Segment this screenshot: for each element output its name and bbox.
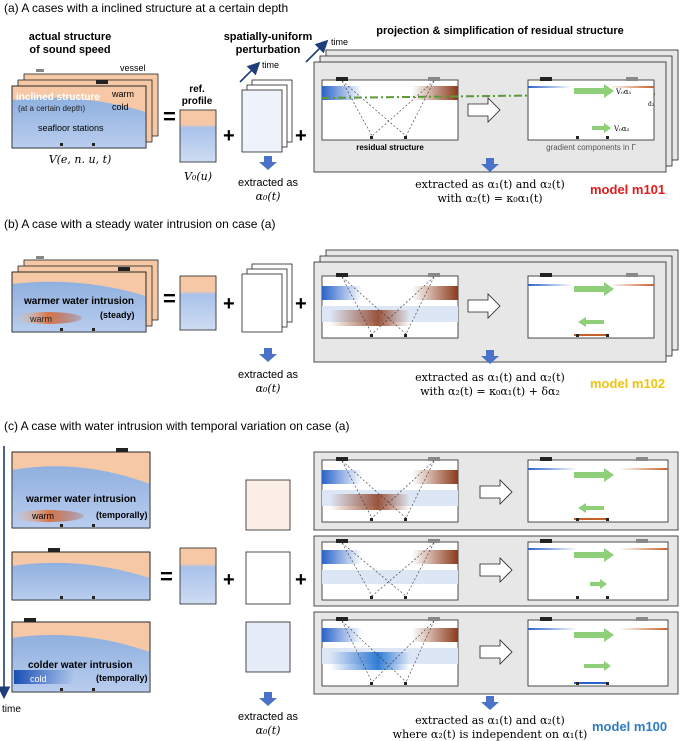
plus-b2: + xyxy=(295,293,307,315)
actual-structure-c1 xyxy=(11,448,151,529)
col-ref-label: ref. xyxy=(189,84,205,95)
perturbation-stack-b xyxy=(241,263,293,333)
col-actual-label-2: of sound speed xyxy=(29,44,110,56)
col-pert-label: spatially-uniform xyxy=(224,31,313,43)
equals-sign-c: = xyxy=(160,564,173,589)
col-proj-label: projection & simplification of residual … xyxy=(376,25,624,37)
perturbation-stack-a xyxy=(241,79,293,153)
inclined-label: inclined structure xyxy=(16,92,100,103)
time-label-pert: time xyxy=(262,60,279,70)
plus-c1: + xyxy=(223,569,235,591)
down-arrow-b2 xyxy=(481,350,499,364)
steady-label-b: (steady) xyxy=(100,310,135,320)
time-label-c: time xyxy=(2,704,21,715)
actual-structure-c2 xyxy=(11,548,151,601)
time-arrow-top xyxy=(305,39,329,63)
extracted-line2-c: where α₂(t) is independent on α₁(t) xyxy=(393,728,588,741)
extracted-a0-label-b: extracted as xyxy=(238,369,298,381)
extracted-line1-a: extracted as α₁(t) and α₂(t) xyxy=(415,178,565,191)
warm-label-a: warm xyxy=(111,89,134,99)
inclined-sub-label: (at a certain depth) xyxy=(18,104,85,113)
projection-panel-c2 xyxy=(313,535,679,607)
vessel-icon xyxy=(96,80,108,84)
ref-profile-c xyxy=(179,547,217,605)
section-c-heading: (c) A case with water intrusion with tem… xyxy=(4,419,349,433)
warm-label-c: warm xyxy=(31,511,54,521)
projection-panel-c3 xyxy=(313,611,679,695)
intrusion-label-b: warmer water intrusion xyxy=(23,296,134,307)
perturbation-c3 xyxy=(245,621,291,673)
perturbation-c2 xyxy=(245,551,291,605)
residual-label: residual structure xyxy=(356,143,424,152)
model-m100: model m100 xyxy=(592,719,667,734)
time-arrow-pert xyxy=(239,61,261,83)
projection-panel-b xyxy=(313,249,679,363)
actual-structure-b xyxy=(11,256,159,333)
seafloor-label: seafloor stations xyxy=(38,123,104,133)
down-arrow-a2 xyxy=(481,158,499,172)
projection-panel-a xyxy=(313,49,679,173)
time-label-top: time xyxy=(331,37,348,47)
projection-panel-c1 xyxy=(313,451,679,531)
ref-profile-a xyxy=(179,109,217,163)
extracted-line1-c: extracted as α₁(t) and α₂(t) xyxy=(415,714,565,727)
temporally-label-c1: (temporally) xyxy=(96,510,148,520)
plus-c2: + xyxy=(295,569,307,591)
col-pert-label-2: perturbation xyxy=(236,44,301,56)
alpha0-a: α₀(t) xyxy=(256,190,281,203)
cold-label-a: cold xyxy=(112,102,129,112)
col-actual-label: actual structure xyxy=(29,31,112,43)
warmer-label-c: warmer water intrusion xyxy=(25,494,136,505)
colder-label-c: colder water intrusion xyxy=(28,660,132,671)
label-v0a1: V₀α₁ xyxy=(615,88,632,96)
plus-a1: + xyxy=(223,125,235,147)
extracted-a0-label-c: extracted as xyxy=(238,711,298,723)
alpha0-c: α₀(t) xyxy=(256,724,281,737)
extracted-line1-b: extracted as α₁(t) and α₂(t) xyxy=(415,371,565,384)
gradient-label: gradient components in Γ xyxy=(546,143,636,152)
extracted-a0-label-a: extracted as xyxy=(238,177,298,189)
ref-profile-b xyxy=(179,275,217,331)
equals-sign-a: = xyxy=(163,104,176,129)
cold-label-c: cold xyxy=(30,674,47,684)
col-ref-label-2: profile xyxy=(182,96,213,107)
label-dz: d₂ xyxy=(648,101,655,108)
down-arrow-c1 xyxy=(259,692,277,706)
temporally-label-c2: (temporally) xyxy=(96,673,148,683)
alpha0-b: α₀(t) xyxy=(256,382,281,395)
V0-formula: V₀(u) xyxy=(184,170,212,183)
actual-structure-c3 xyxy=(11,618,151,693)
vessel-label: vessel xyxy=(120,63,146,73)
section-b-heading: (b) A case with a steady water intrusion… xyxy=(4,217,275,231)
perturbation-c1 xyxy=(245,479,291,531)
equals-sign-b: = xyxy=(163,286,176,311)
V-formula: V(e, n. u, t) xyxy=(49,153,112,166)
model-m101: model m101 xyxy=(590,182,665,197)
section-a-heading: (a) A cases with a inclined structure at… xyxy=(4,1,288,15)
plus-a2: + xyxy=(295,125,307,147)
extracted-line2-a: with α₂(t) = κ₀α₁(t) xyxy=(437,192,542,205)
actual-structure-a xyxy=(11,69,159,149)
down-arrow-c2 xyxy=(481,696,499,710)
extracted-line2-b: with α₂(t) = κ₀α₁(t) + δα₂ xyxy=(420,385,560,398)
down-arrow-a1 xyxy=(259,156,277,170)
model-m102: model m102 xyxy=(590,376,665,391)
label-v0a2: V₀α₂ xyxy=(613,125,630,133)
down-arrow-b1 xyxy=(259,348,277,362)
plus-b1: + xyxy=(223,293,235,315)
warm-label-b: warm xyxy=(29,314,52,324)
